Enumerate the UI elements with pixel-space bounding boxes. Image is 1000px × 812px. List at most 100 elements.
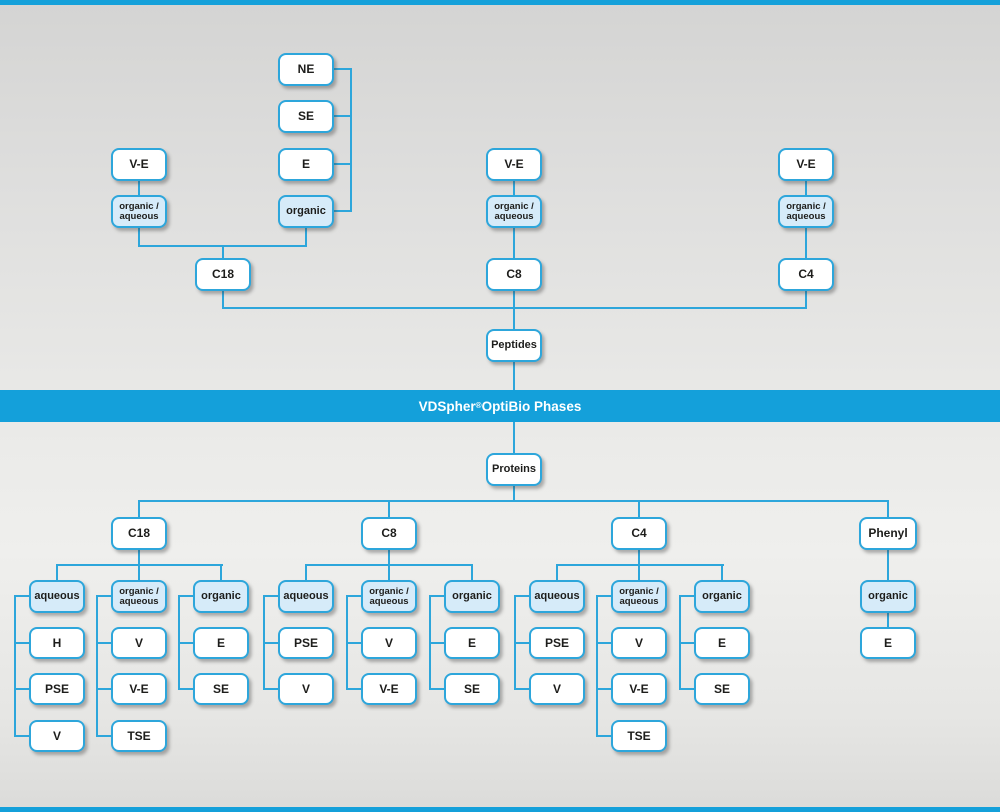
top-accent-bar [0, 0, 1000, 5]
connector-line [596, 595, 611, 597]
node-proteins-c4: C4 [611, 517, 667, 550]
connector-line [388, 564, 390, 581]
node-proteins-phenyl-organic-e: E [860, 627, 916, 659]
connector-line [14, 642, 29, 644]
connector-line [388, 500, 390, 517]
connector-line [178, 595, 193, 597]
node-proteins-c8-organic: organic [444, 580, 500, 613]
connector-line [263, 595, 278, 597]
node-proteins-c18-aqueous-v: V [29, 720, 85, 752]
connector-line [887, 550, 889, 580]
node-proteins-c4-oa-tse: TSE [611, 720, 667, 752]
node-proteins-c8-organic-aqueous: organic / aqueous [361, 580, 417, 613]
node-proteins-c18-organic: organic [193, 580, 249, 613]
connector-line [596, 735, 611, 737]
node-peptides-c8: C8 [486, 258, 542, 291]
banner-suffix: OptiBio Phases [481, 398, 582, 414]
connector-line [679, 642, 694, 644]
node-peptides-c18-ve: V-E [111, 148, 167, 181]
connector-line [96, 595, 111, 597]
connector-line [350, 68, 352, 212]
connector-line [429, 642, 444, 644]
node-peptides-root: Peptides [486, 329, 542, 362]
connector-line [514, 642, 529, 644]
connector-line [556, 564, 724, 566]
node-peptides-c18-eluent-se: SE [278, 100, 334, 133]
node-proteins-c8-aqueous-v: V [278, 673, 334, 705]
node-proteins-c4-oa-v: V [611, 627, 667, 659]
connector-line [346, 642, 361, 644]
node-peptides-c4: C4 [778, 258, 834, 291]
connector-line [178, 688, 193, 690]
connector-line [96, 642, 111, 644]
node-proteins-c8: C8 [361, 517, 417, 550]
node-proteins-c4-organic-aqueous: organic / aqueous [611, 580, 667, 613]
banner-brand: VDSpher [418, 398, 476, 414]
node-peptides-c18-eluent-e: E [278, 148, 334, 181]
connector-line [334, 163, 352, 165]
connector-line [638, 550, 640, 566]
connector-line [14, 595, 16, 737]
node-proteins-c4-oa-ve: V-E [611, 673, 667, 705]
connector-line [334, 115, 352, 117]
node-proteins-c18-organic-aqueous: organic / aqueous [111, 580, 167, 613]
node-peptides-c18-organic: organic [278, 195, 334, 228]
node-proteins-c18-oa-ve: V-E [111, 673, 167, 705]
node-proteins-root: Proteins [486, 453, 542, 486]
connector-line [334, 210, 352, 212]
connector-line [471, 564, 473, 581]
connector-line [514, 688, 529, 690]
connector-line [14, 595, 29, 597]
bottom-accent-bar [0, 807, 1000, 812]
node-proteins-c4-organic: organic [694, 580, 750, 613]
connector-line [429, 595, 444, 597]
connector-line [334, 68, 352, 70]
connector-line [513, 486, 515, 501]
node-proteins-c8-aqueous: aqueous [278, 580, 334, 613]
connector-line [96, 595, 98, 737]
node-peptides-c8-organic-aqueous: organic / aqueous [486, 195, 542, 228]
connector-line [679, 688, 694, 690]
node-proteins-c18-oa-v: V [111, 627, 167, 659]
node-proteins-c18-aqueous-pse: PSE [29, 673, 85, 705]
node-proteins-c8-oa-ve: V-E [361, 673, 417, 705]
connector-line [596, 595, 598, 737]
connector-line [513, 228, 515, 258]
connector-line [513, 181, 515, 195]
connector-line [178, 642, 193, 644]
connector-line [56, 564, 58, 581]
node-proteins-c4-aqueous-v: V [529, 673, 585, 705]
connector-line [346, 595, 361, 597]
connector-line [721, 564, 723, 581]
connector-line [96, 735, 111, 737]
connector-line [513, 422, 515, 453]
connector-line [805, 228, 807, 258]
node-proteins-c18-aqueous: aqueous [29, 580, 85, 613]
node-peptides-c8-ve: V-E [486, 148, 542, 181]
connector-line [96, 688, 111, 690]
connector-line [514, 595, 529, 597]
node-proteins-c18-organic-e: E [193, 627, 249, 659]
node-proteins-phenyl-organic: organic [860, 580, 916, 613]
connector-line [263, 688, 278, 690]
connector-line [429, 688, 444, 690]
connector-line [222, 291, 224, 308]
node-proteins-c8-aqueous-pse: PSE [278, 627, 334, 659]
node-peptides-c4-organic-aqueous: organic / aqueous [778, 195, 834, 228]
connector-line [513, 362, 515, 390]
connector-line [14, 735, 29, 737]
connector-line [14, 688, 29, 690]
connector-line [679, 595, 694, 597]
connector-line [138, 181, 140, 195]
connector-line [556, 564, 558, 581]
node-peptides-c18-eluent-ne: NE [278, 53, 334, 86]
node-peptides-c18-organic-aqueous: organic / aqueous [111, 195, 167, 228]
connector-line [805, 291, 807, 308]
connector-line [513, 291, 515, 330]
node-peptides-c18: C18 [195, 258, 251, 291]
connector-line [138, 564, 140, 581]
connector-line [596, 688, 611, 690]
connector-line [138, 500, 140, 517]
connector-line [138, 550, 140, 566]
